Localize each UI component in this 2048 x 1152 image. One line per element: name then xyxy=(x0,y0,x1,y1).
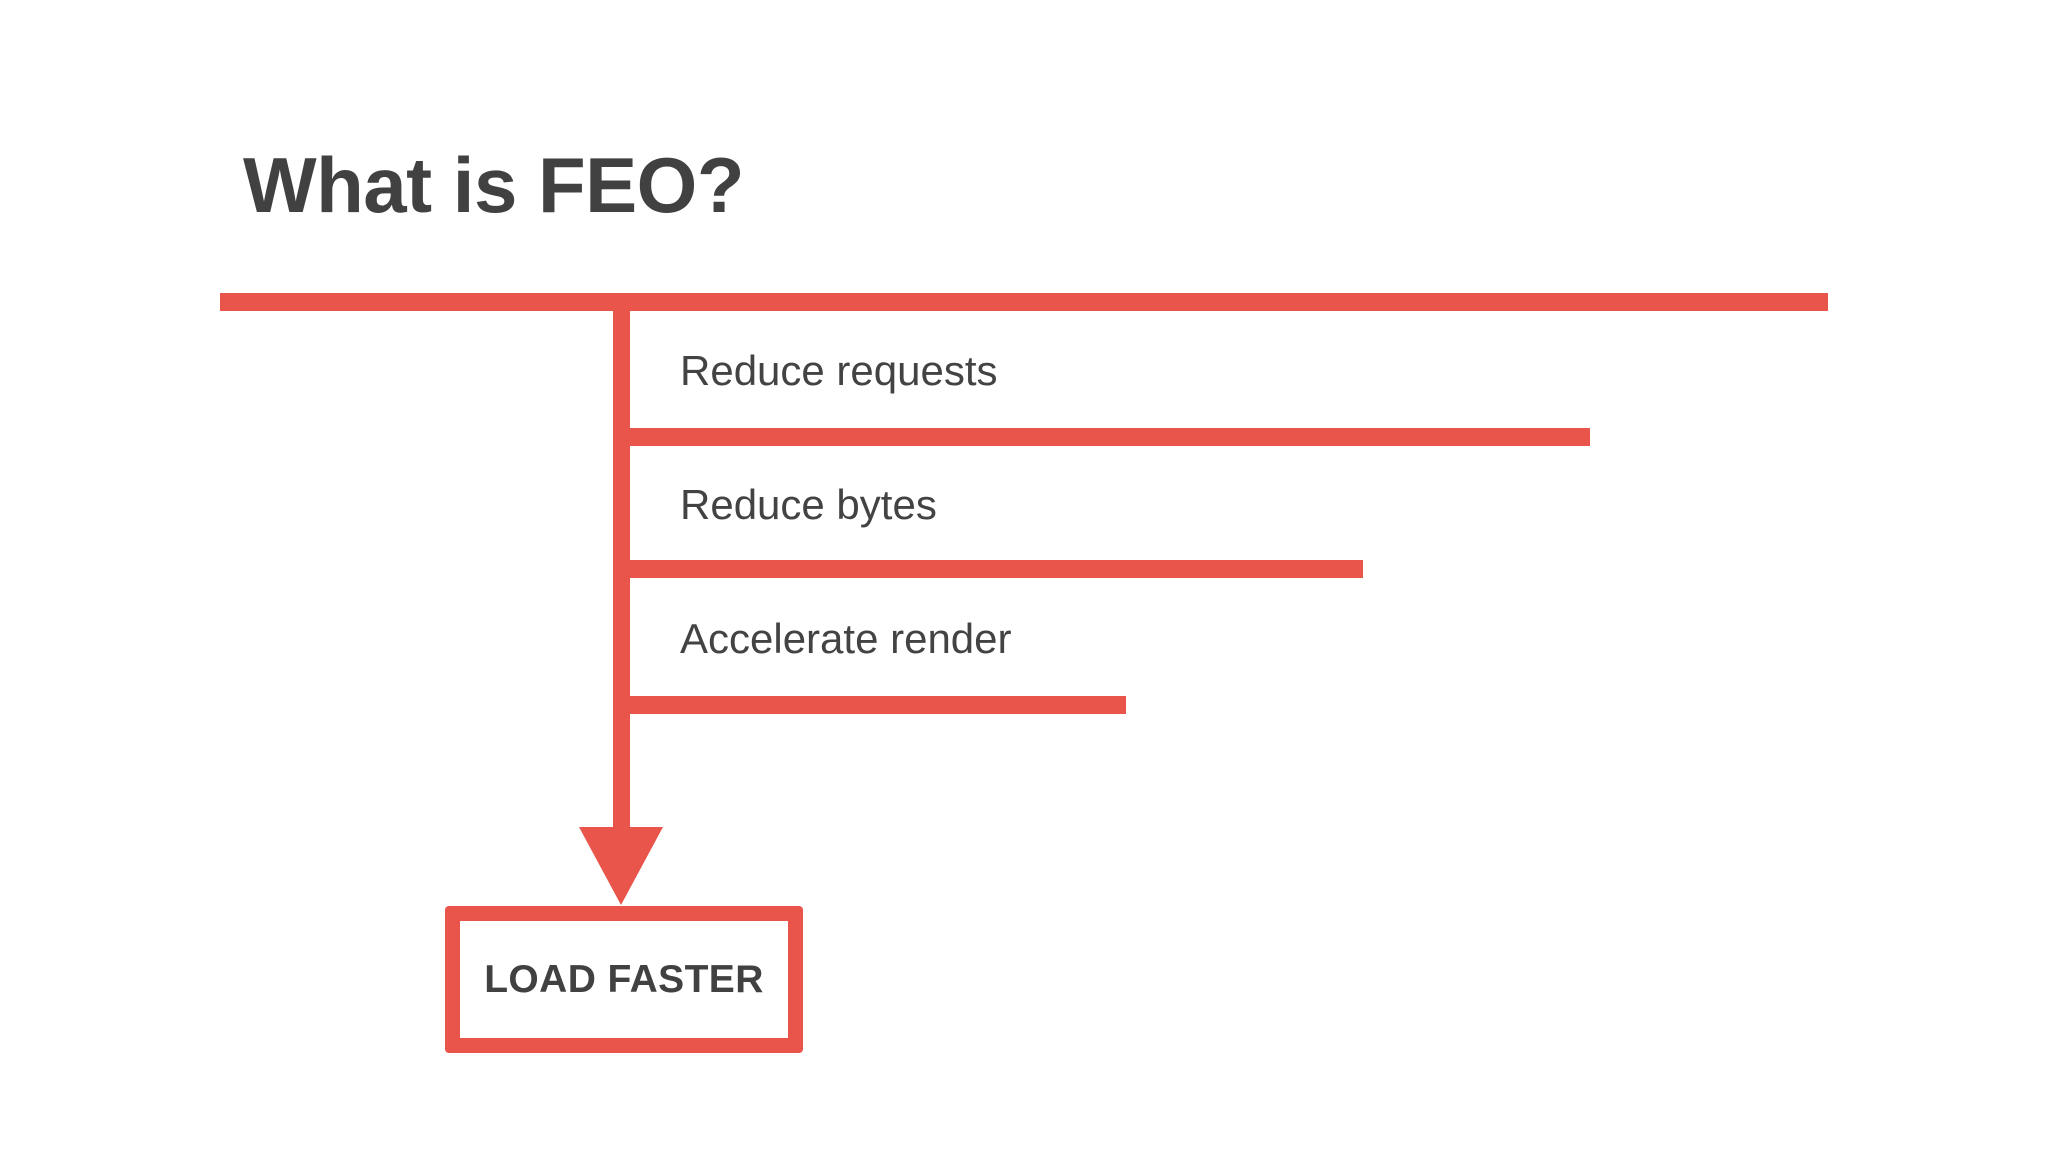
step-label-reduce-requests: Reduce requests xyxy=(680,347,998,394)
down-arrow-icon xyxy=(579,827,663,905)
outcome-label: LOAD FASTER xyxy=(484,957,764,1001)
branch-rule-2 xyxy=(629,560,1363,578)
step-label-reduce-bytes: Reduce bytes xyxy=(680,481,937,528)
top-divider-rule xyxy=(220,293,1828,311)
vertical-spine-rule xyxy=(613,293,630,833)
page-title: What is FEO? xyxy=(243,141,745,229)
branch-rule-3 xyxy=(629,696,1126,714)
outcome-box: LOAD FASTER xyxy=(445,906,803,1053)
branch-rule-1 xyxy=(629,428,1590,446)
step-label-accelerate-render: Accelerate render xyxy=(680,615,1012,662)
